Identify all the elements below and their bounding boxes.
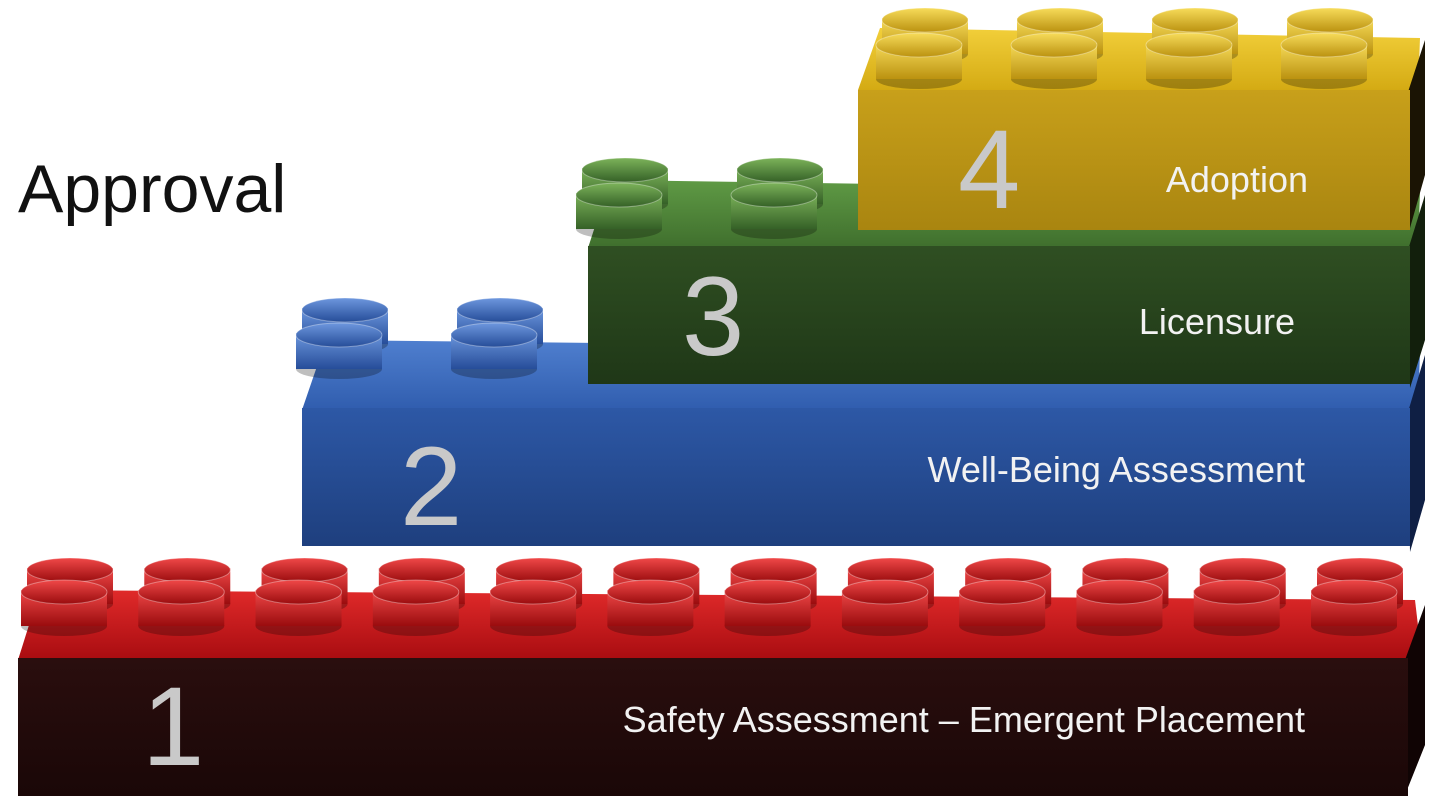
stud — [730, 182, 818, 239]
stud — [489, 579, 577, 636]
block-4: 4 Adoption — [858, 7, 1425, 232]
slide-title: Approval — [18, 151, 287, 227]
block-4-top — [858, 28, 1420, 92]
block-4-front — [858, 90, 1410, 230]
stud — [1010, 32, 1098, 89]
stud — [372, 579, 460, 636]
block-1-side — [1405, 605, 1425, 795]
stud — [1075, 579, 1163, 636]
stud — [1145, 32, 1233, 89]
block-2-number: 2 — [400, 424, 462, 549]
stud — [958, 579, 1046, 636]
stud — [20, 579, 108, 636]
block-1-front — [18, 658, 1408, 796]
block-4-label: Adoption — [1166, 159, 1308, 200]
stud — [1280, 32, 1368, 89]
block-1-number: 1 — [142, 664, 204, 789]
block-3-label: Licensure — [1139, 301, 1295, 342]
block-3: 3 Licensure — [575, 157, 1425, 388]
block-3-studs — [575, 157, 824, 239]
stud — [450, 322, 538, 379]
block-2-front — [302, 408, 1410, 546]
stud — [1310, 579, 1398, 636]
stud — [875, 32, 963, 89]
block-3-side — [1408, 195, 1425, 388]
block-1-top — [18, 590, 1422, 660]
block-3-number: 3 — [682, 254, 744, 379]
stud — [255, 579, 343, 636]
block-2: 2 Well-Being Assessment — [295, 297, 1425, 552]
block-3-front — [588, 246, 1410, 384]
stud — [841, 579, 929, 636]
block-1-label: Safety Assessment – Emergent Placement — [623, 699, 1305, 740]
block-1-studs — [20, 557, 1404, 636]
stud — [295, 322, 383, 379]
block-4-side — [1408, 40, 1425, 228]
stud — [575, 182, 663, 239]
stud — [724, 579, 812, 636]
block-1: 1 Safety Assessment – Emergent Placement — [18, 557, 1425, 796]
block-4-studs — [875, 7, 1374, 89]
stud — [137, 579, 225, 636]
stud — [1193, 579, 1281, 636]
block-4-number: 4 — [958, 107, 1020, 232]
block-2-label: Well-Being Assessment — [928, 449, 1306, 490]
block-2-side — [1408, 355, 1425, 552]
block-2-studs — [295, 297, 544, 379]
stud — [606, 579, 694, 636]
